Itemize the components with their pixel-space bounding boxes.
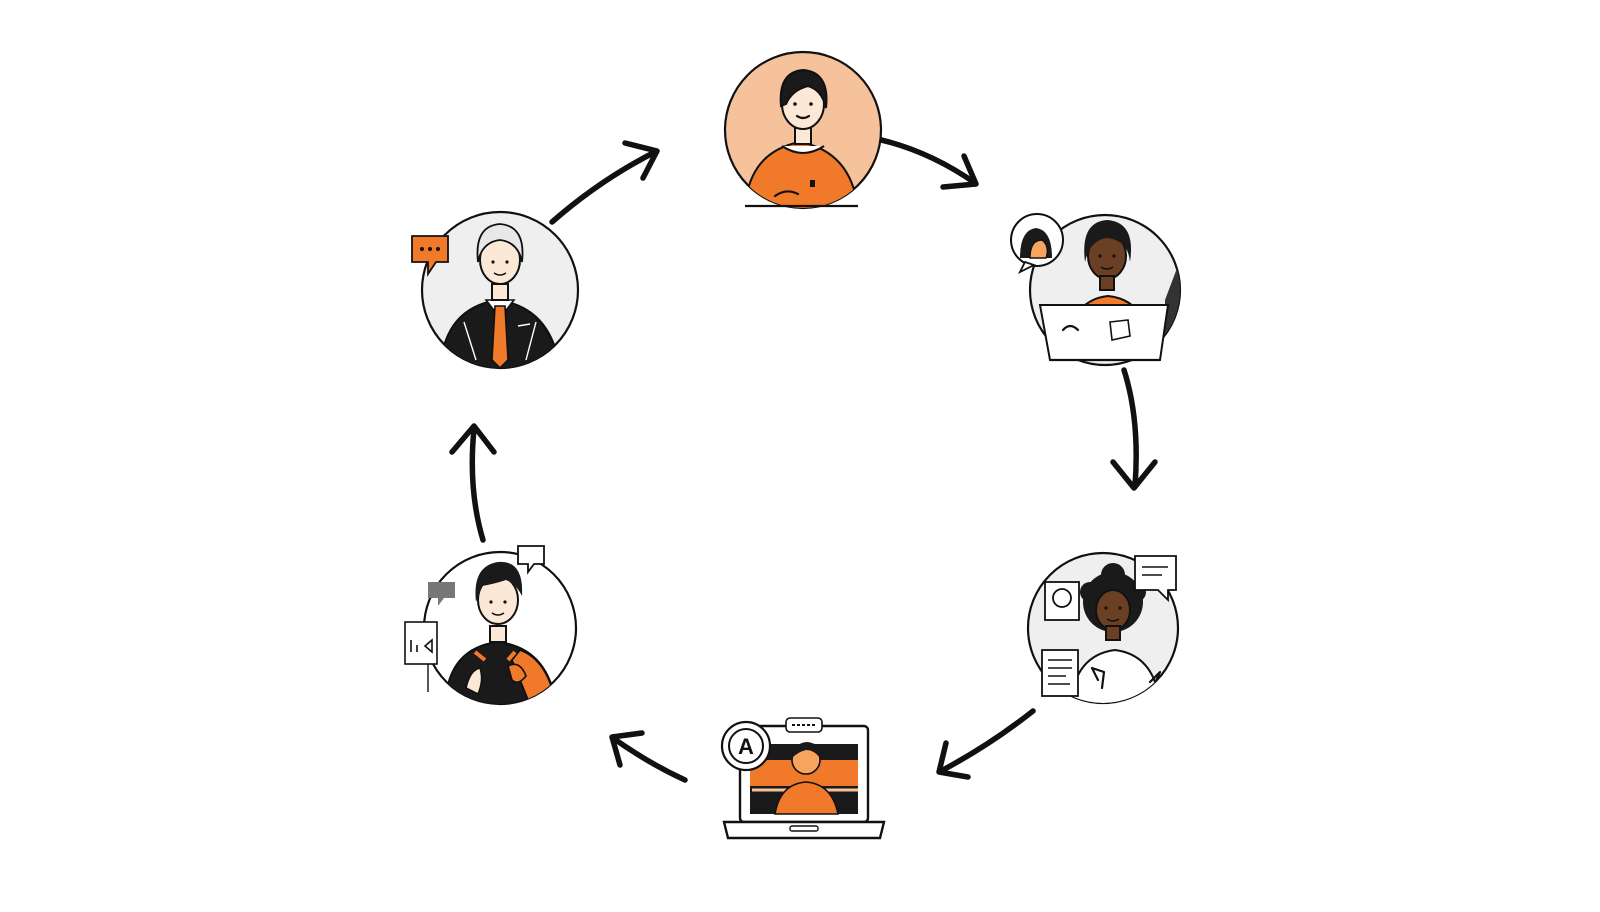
arrow-bottom-to-lower-left xyxy=(609,730,688,783)
man-gesturing-avatar xyxy=(404,545,578,706)
laptop-video-call-icon: A xyxy=(720,717,886,840)
woman-orange-top-avatar xyxy=(723,50,883,210)
speech-bubble-icon xyxy=(517,545,545,575)
arrow-upper-right-to-lower-right xyxy=(1110,367,1158,491)
arrow-lower-left-to-upper-left xyxy=(449,423,497,543)
profile-bubble-icon xyxy=(1010,213,1064,275)
speech-bubble-icon xyxy=(1134,555,1177,603)
chat-bubble-icon xyxy=(428,582,455,606)
arrow-top-to-upper-right xyxy=(865,134,979,190)
businessman-avatar xyxy=(411,210,580,370)
arrow-upper-left-to-top xyxy=(549,140,660,225)
whiteboard-icon xyxy=(404,621,438,692)
typing-chat-bubble-icon xyxy=(411,235,449,277)
woman-with-documents-avatar xyxy=(1026,551,1180,705)
arrow-lower-right-to-bottom xyxy=(936,708,1036,780)
woman-at-laptop-avatar xyxy=(1010,213,1182,367)
letter-a-badge-icon: A xyxy=(720,720,772,772)
badge-letter: A xyxy=(738,734,754,759)
document-icon xyxy=(1041,581,1080,697)
